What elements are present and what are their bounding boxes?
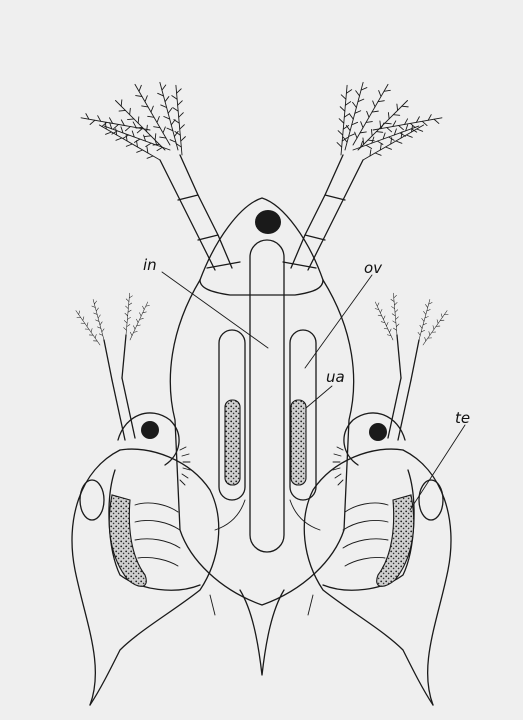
leader-te [410,425,465,510]
granule-mass-left [225,400,240,485]
intestine [250,240,284,552]
label-in: in [143,256,157,274]
leader-lines [162,272,465,510]
label-te: te [455,409,470,427]
antenna-right-large [283,81,443,270]
embryo-right [304,293,451,705]
embryo-left [72,293,219,705]
leader-in [162,272,268,348]
central-body [170,198,353,675]
compound-eye [255,210,281,234]
leader-ov [305,275,372,368]
granule-mass-right [291,400,306,485]
antenna-left-large [80,81,240,270]
label-ov: ov [364,259,383,277]
leader-ua [306,386,332,408]
label-ua: ua [326,368,345,386]
